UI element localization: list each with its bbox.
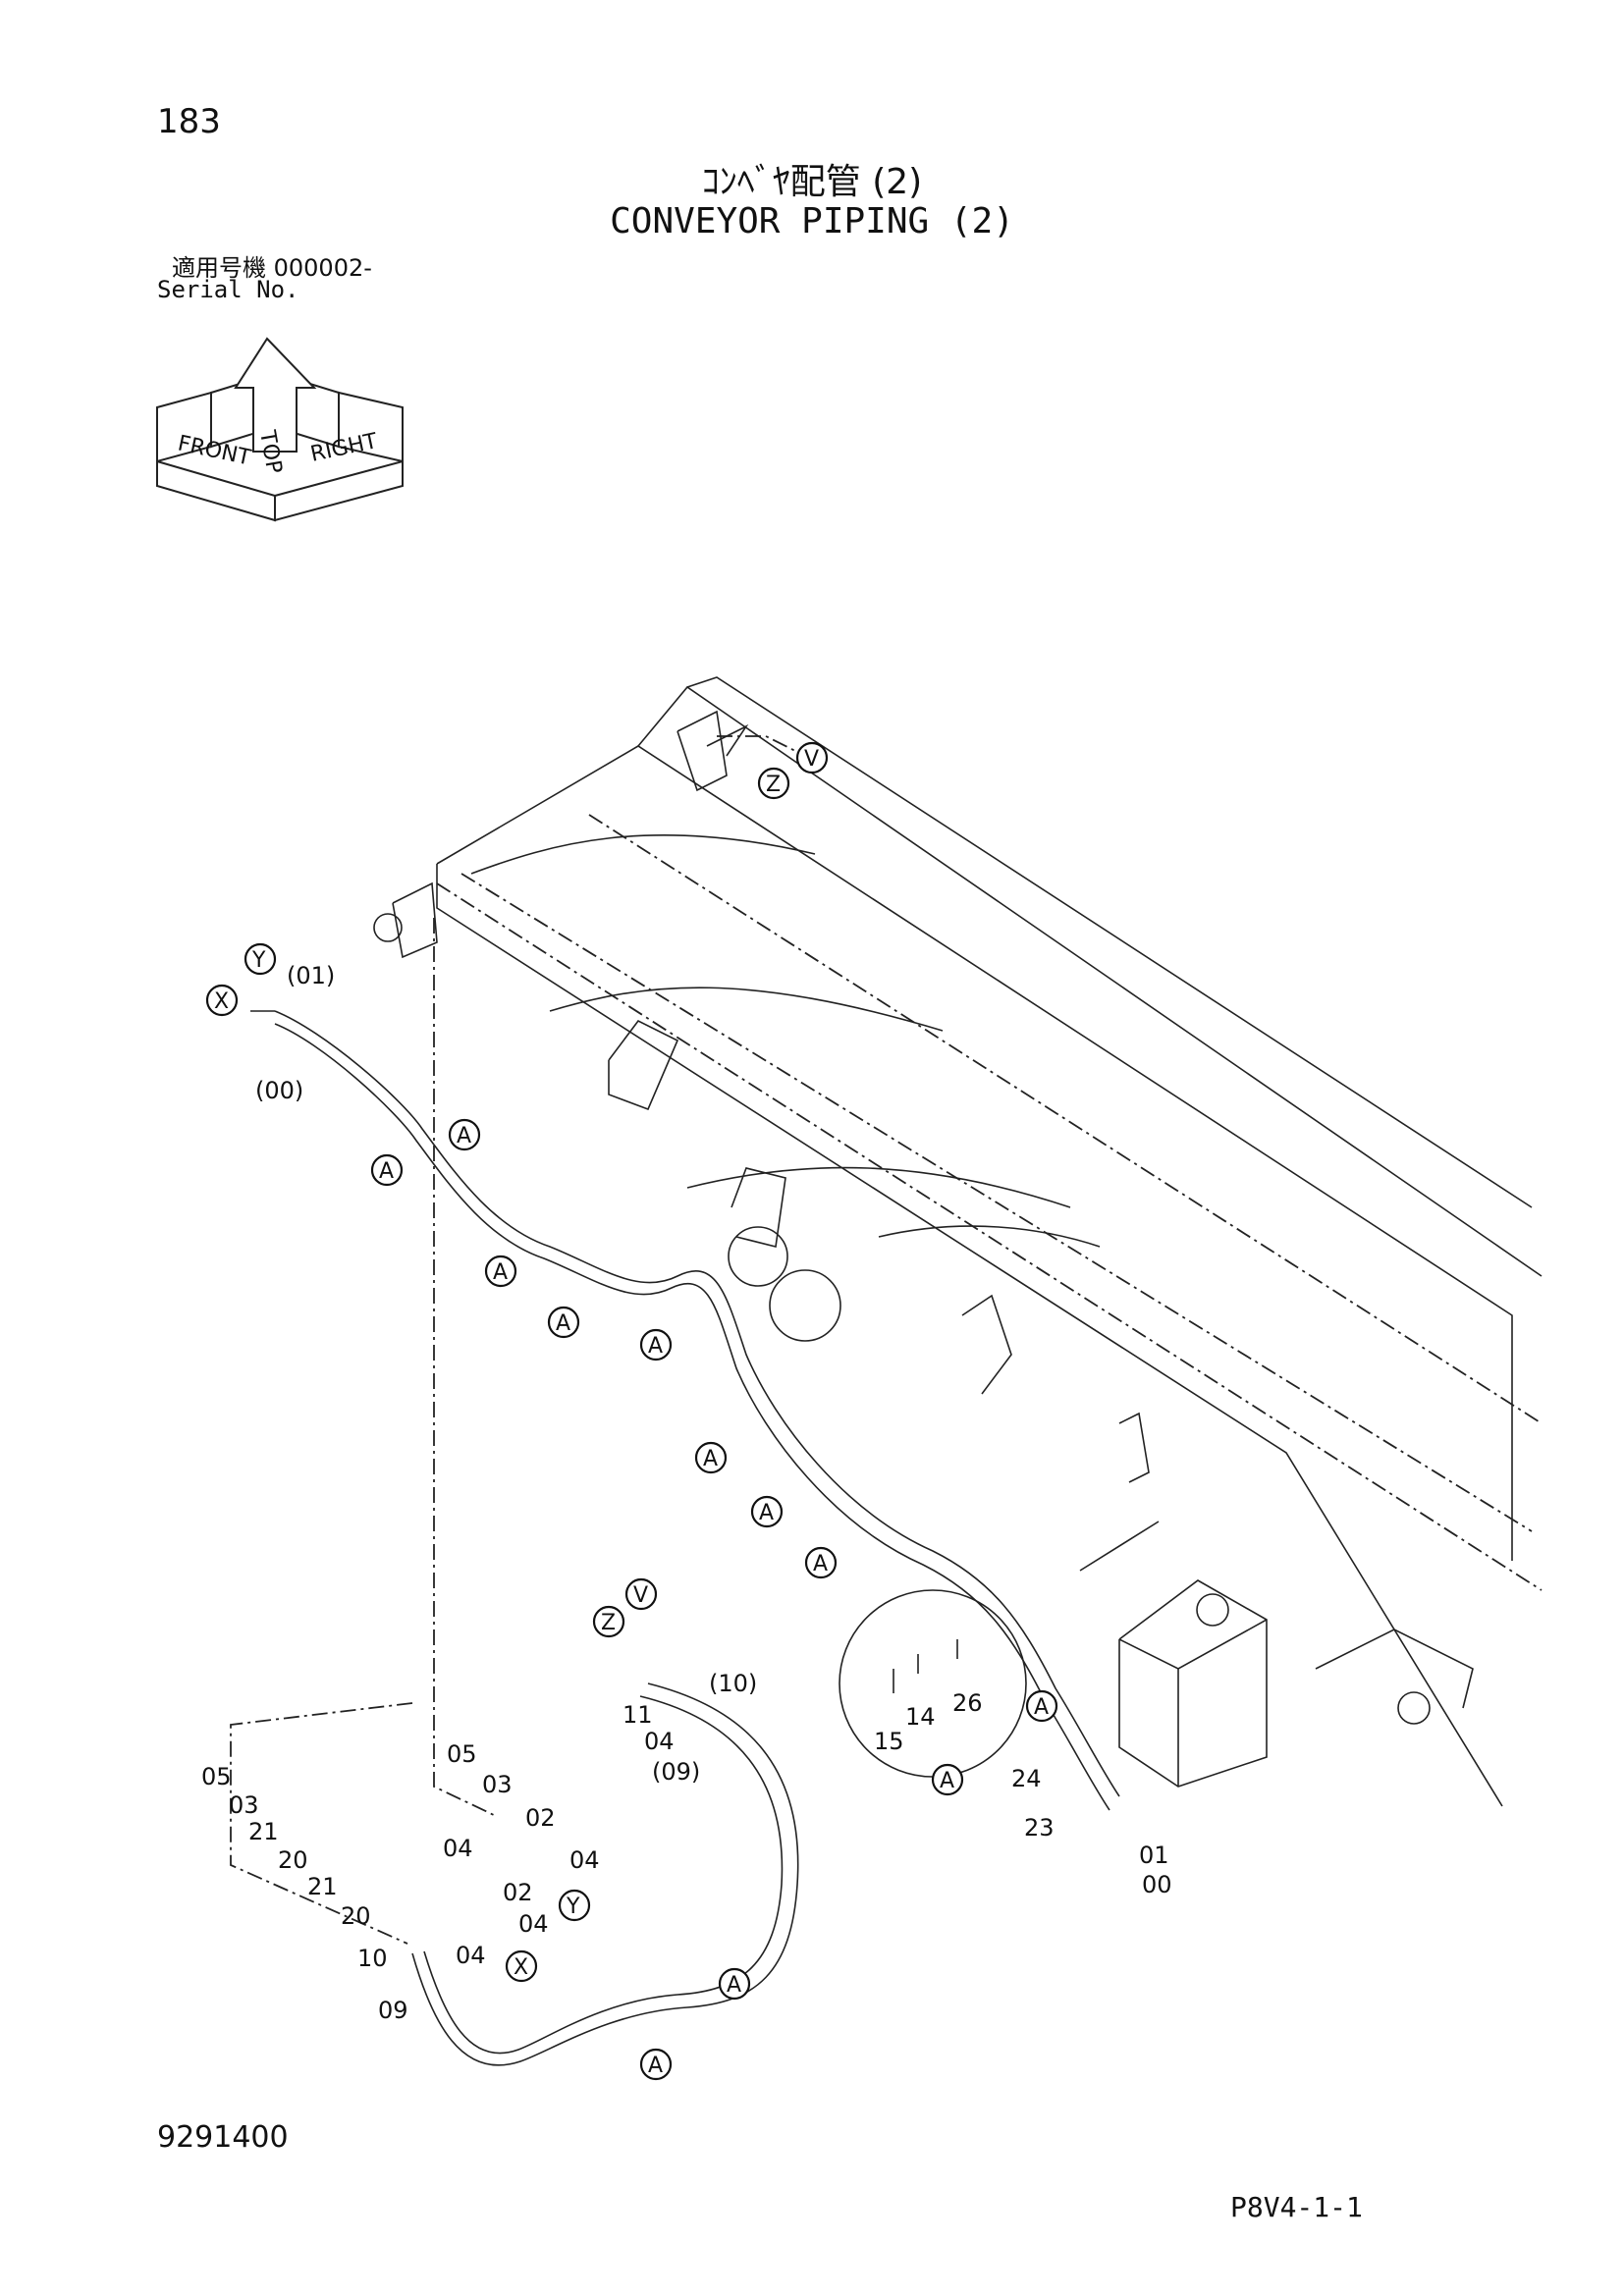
conveyor-frame <box>373 676 1543 1807</box>
title-japanese: ｺﾝﾍﾞﾔ配管 (2) <box>701 162 923 202</box>
svg-text:Y: Y <box>566 1895 580 1919</box>
callout-00-paren: (00) <box>255 1077 303 1104</box>
svg-text:Y: Y <box>251 948 266 973</box>
callout-04-d: 04 <box>518 1910 549 1938</box>
callout-04-a: 04 <box>644 1728 675 1755</box>
svg-text:A: A <box>379 1159 394 1184</box>
callout-20-a: 20 <box>278 1846 308 1874</box>
marker-A-12: A <box>639 2048 673 2081</box>
callout-26: 26 <box>952 1689 983 1717</box>
svg-text:V: V <box>804 747 819 772</box>
callout-11: 11 <box>623 1701 653 1729</box>
marker-A-6: A <box>694 1441 728 1474</box>
svg-text:Z: Z <box>766 773 781 797</box>
callout-04-e: 04 <box>456 1942 486 1969</box>
callout-10: 10 <box>357 1945 388 1972</box>
callout-15: 15 <box>874 1728 904 1755</box>
callout-10-paren: (10) <box>709 1670 757 1697</box>
svg-text:A: A <box>556 1311 570 1336</box>
callout-14: 14 <box>905 1703 936 1731</box>
document-number: 9291400 <box>157 2120 289 2155</box>
marker-A-4: A <box>547 1306 580 1339</box>
marker-Y-1: Y <box>244 942 277 976</box>
svg-text:A: A <box>457 1124 471 1148</box>
lower-hose-loop <box>411 1682 799 2066</box>
page-title: CONVEYOR PIPING (2) <box>610 201 1014 241</box>
orientation-icon: FRONT TOP RIGHT <box>156 337 404 522</box>
marker-A-11: A <box>718 1967 751 2001</box>
marker-X-1: X <box>205 984 239 1017</box>
page-code: P8V4-1-1 <box>1230 2191 1363 2223</box>
marker-Z-2: Z <box>592 1605 625 1638</box>
callout-01: 01 <box>1139 1842 1169 1869</box>
svg-text:A: A <box>648 1334 663 1359</box>
callout-21-a: 21 <box>248 1818 279 1845</box>
svg-text:X: X <box>514 1955 528 1980</box>
callout-21-b: 21 <box>307 1873 338 1900</box>
marker-Z-1: Z <box>757 767 790 800</box>
svg-text:A: A <box>1034 1695 1049 1720</box>
callout-09-paren: (09) <box>652 1758 700 1786</box>
page-number: 183 <box>157 102 221 141</box>
marker-V-1: V <box>795 741 829 774</box>
detail-circle <box>839 1589 1027 1778</box>
serial-number-label: Serial No. <box>157 276 299 303</box>
callout-02-b: 02 <box>503 1879 533 1906</box>
callout-00: 00 <box>1142 1871 1172 1898</box>
svg-text:A: A <box>813 1552 828 1576</box>
marker-X-2: X <box>505 1949 538 1983</box>
callout-05-b: 05 <box>447 1740 477 1768</box>
callout-04-b: 04 <box>443 1835 473 1862</box>
callout-04-c: 04 <box>569 1846 600 1874</box>
callout-23: 23 <box>1024 1814 1055 1842</box>
svg-text:A: A <box>648 2054 663 2078</box>
callout-05-a: 05 <box>201 1763 232 1790</box>
marker-A-8: A <box>804 1546 838 1579</box>
svg-text:A: A <box>727 1973 741 1998</box>
svg-text:X: X <box>214 989 229 1014</box>
marker-A-7: A <box>750 1495 784 1528</box>
serial-range-label: 適用号機 000002- <box>172 254 372 282</box>
svg-text:A: A <box>703 1447 718 1471</box>
svg-text:A: A <box>493 1260 508 1285</box>
svg-text:V: V <box>633 1583 648 1608</box>
marker-A-10: A <box>931 1763 964 1796</box>
leader-lines <box>230 735 1160 1945</box>
marker-Y-2: Y <box>558 1889 591 1922</box>
callout-03-b: 03 <box>482 1771 513 1798</box>
main-hose <box>274 1010 1120 1811</box>
callout-01-paren: (01) <box>287 962 335 989</box>
marker-A-9: A <box>1025 1689 1058 1723</box>
svg-text:Z: Z <box>601 1611 616 1635</box>
callout-24: 24 <box>1011 1765 1042 1792</box>
marker-A-5: A <box>639 1328 673 1362</box>
callout-03-a: 03 <box>229 1791 259 1819</box>
svg-text:A: A <box>759 1501 774 1525</box>
callout-09: 09 <box>378 1997 408 2024</box>
callout-20-b: 20 <box>341 1902 371 1930</box>
callout-02-a: 02 <box>525 1804 556 1832</box>
marker-A-1: A <box>370 1153 404 1187</box>
marker-A-2: A <box>448 1118 481 1151</box>
marker-A-3: A <box>484 1255 517 1288</box>
svg-text:A: A <box>940 1769 954 1793</box>
marker-V-2: V <box>624 1577 658 1611</box>
